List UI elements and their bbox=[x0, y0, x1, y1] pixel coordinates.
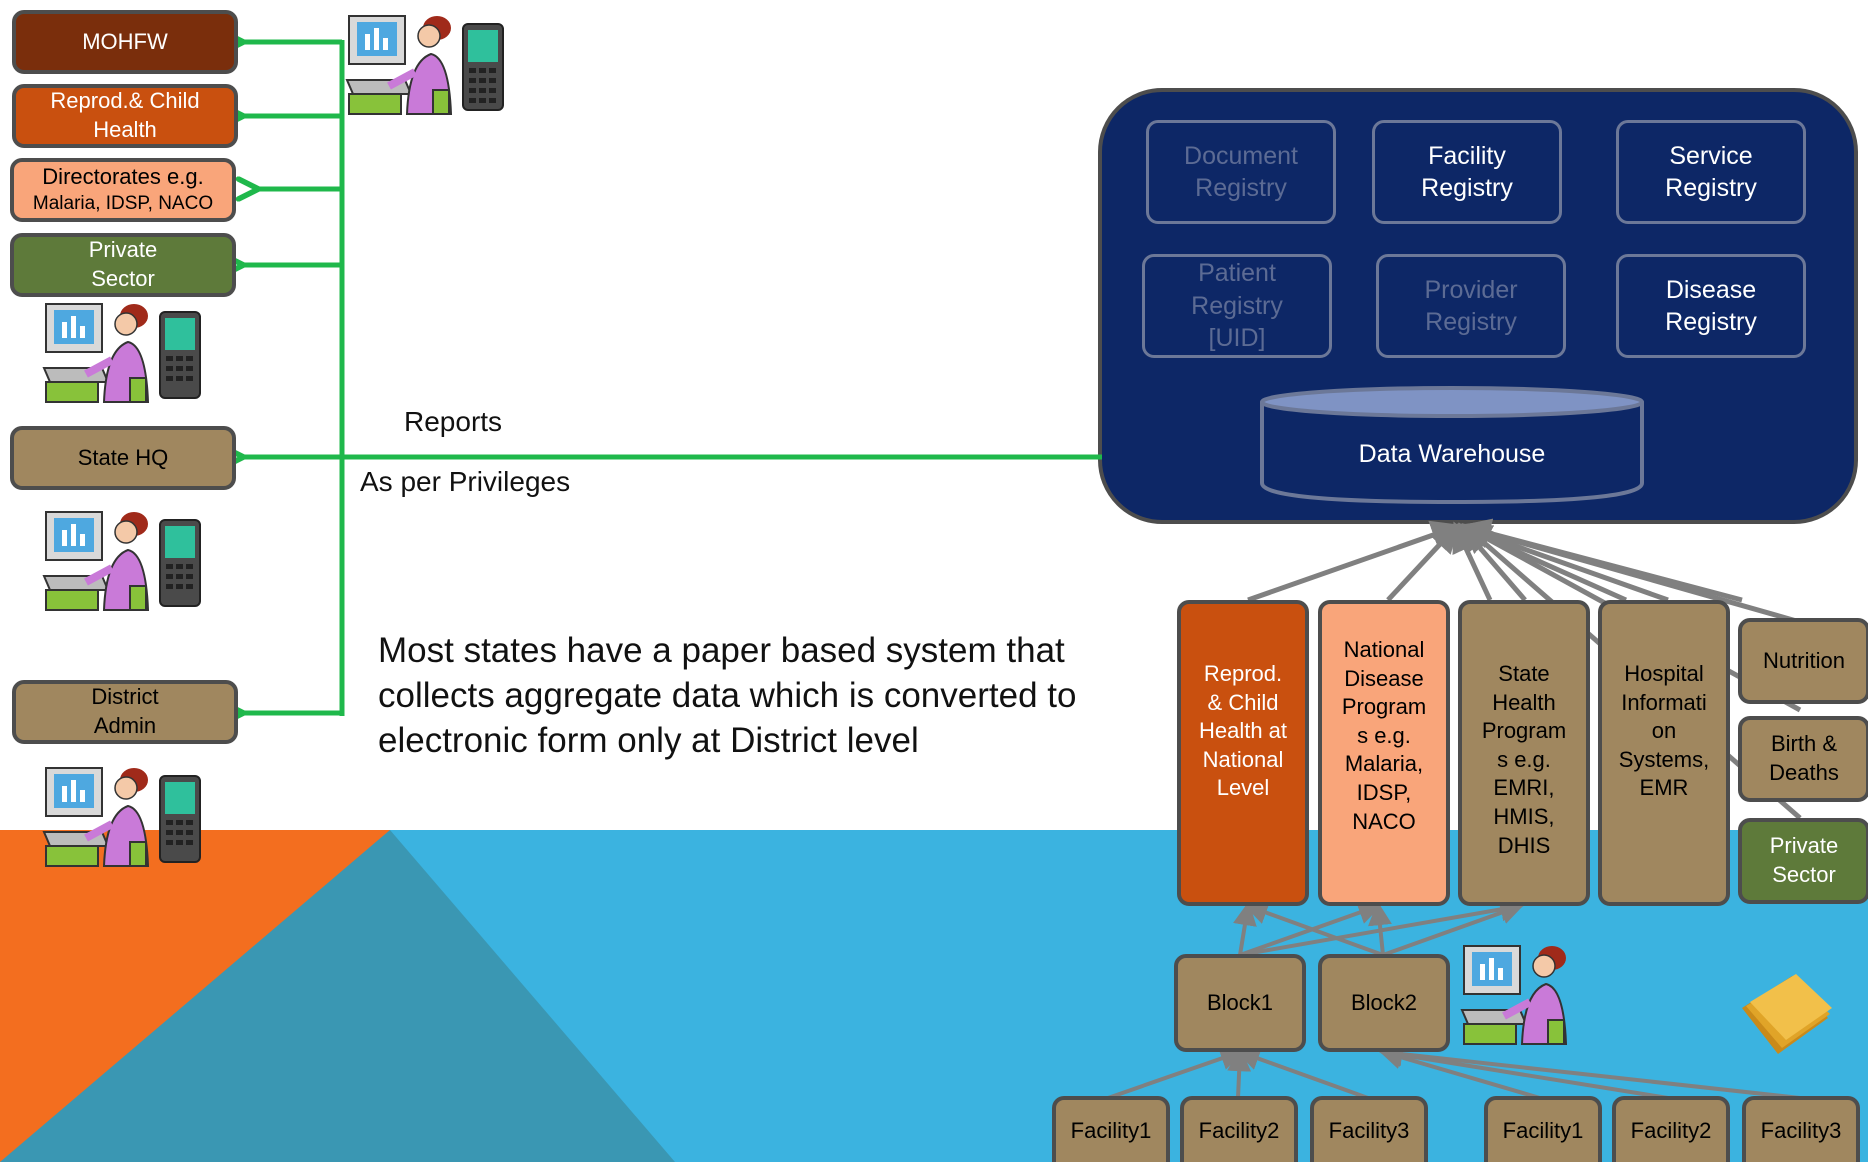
state-hq-box: State HQ bbox=[10, 426, 236, 490]
provider-registry: Provider Registry bbox=[1376, 254, 1566, 358]
mohfw-box: MOHFW bbox=[12, 10, 238, 74]
block-arrows bbox=[1233, 897, 1525, 957]
facility2-left: Facility2 bbox=[1180, 1096, 1298, 1162]
disease-registry: Disease Registry bbox=[1616, 254, 1806, 358]
privileges-label: As per Privileges bbox=[360, 466, 571, 497]
directorates-box: Directorates e.g. Malaria, IDSP, NACO bbox=[10, 158, 236, 222]
private-sector-box-right: Private Sector bbox=[1738, 818, 1868, 904]
hospital-info-box: Hospital Informati on Systems, EMR bbox=[1598, 600, 1730, 906]
computer-user-icon bbox=[1460, 945, 1568, 1045]
paper-system-note: Most states have a paper based system th… bbox=[378, 631, 1077, 760]
patient-registry: Patient Registry [UID] bbox=[1142, 254, 1332, 358]
reprod-child-health-box: Reprod.& Child Health bbox=[12, 84, 238, 148]
service-registry: Service Registry bbox=[1616, 120, 1806, 224]
computer-user-icon bbox=[42, 303, 201, 403]
private-sector-box-left: Private Sector bbox=[10, 233, 236, 297]
orange-triangle bbox=[0, 830, 390, 1162]
facility1-left: Facility1 bbox=[1052, 1096, 1170, 1162]
nutrition-box: Nutrition bbox=[1738, 618, 1868, 704]
computer-user-icon bbox=[42, 767, 201, 867]
facility3-right: Facility3 bbox=[1742, 1096, 1860, 1162]
data-warehouse-cylinder bbox=[1260, 386, 1644, 505]
block1-box: Block1 bbox=[1174, 954, 1306, 1052]
block2-box: Block2 bbox=[1318, 954, 1450, 1052]
document-stack-icon bbox=[1742, 974, 1832, 1054]
directorates-line2: Malaria, IDSP, NACO bbox=[32, 192, 214, 214]
facility3-left: Facility3 bbox=[1310, 1096, 1428, 1162]
directorates-line1: Directorates e.g. bbox=[42, 164, 204, 190]
state-health-box: State Health Program s e.g. EMRI, HMIS, … bbox=[1458, 600, 1590, 906]
rch-national-box: Reprod. & Child Health at National Level bbox=[1177, 600, 1309, 906]
district-admin-box: District Admin bbox=[12, 680, 238, 744]
document-registry: Document Registry bbox=[1146, 120, 1336, 224]
birth-deaths-box: Birth & Deaths bbox=[1738, 716, 1868, 802]
data-warehouse-label: Data Warehouse bbox=[1358, 440, 1546, 468]
facility-arrows bbox=[1107, 1042, 1801, 1100]
green-report-arrows bbox=[241, 40, 1102, 716]
reports-label: Reports bbox=[404, 406, 503, 437]
facility-registry: Facility Registry bbox=[1372, 120, 1562, 224]
national-disease-box: National Disease Program s e.g. Malaria,… bbox=[1318, 600, 1450, 906]
facility1-right: Facility1 bbox=[1484, 1096, 1602, 1162]
computer-user-icon bbox=[345, 15, 504, 115]
facility2-right: Facility2 bbox=[1612, 1096, 1730, 1162]
computer-user-icon bbox=[42, 511, 201, 611]
